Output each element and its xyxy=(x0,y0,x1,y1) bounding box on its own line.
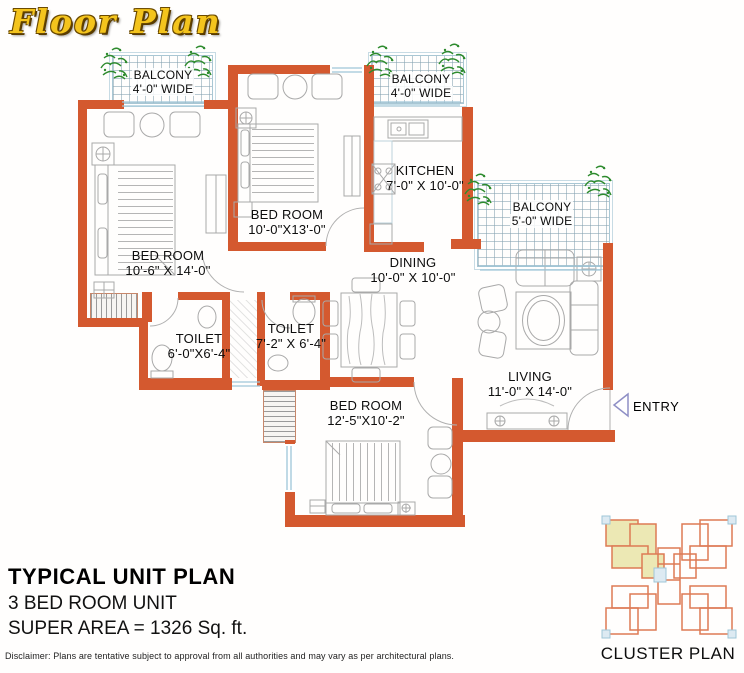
wall xyxy=(285,515,465,527)
balcony-2-label: BALCONY4'-0" WIDE xyxy=(388,72,454,100)
wall xyxy=(603,243,613,390)
chair-icon xyxy=(322,333,339,360)
plant-icon xyxy=(464,173,492,206)
cluster-plan-thumbnail xyxy=(601,515,737,639)
wall xyxy=(228,65,330,74)
chair-icon xyxy=(169,111,201,138)
door-arc xyxy=(261,299,291,329)
stove-icon xyxy=(371,163,396,195)
chair-icon xyxy=(399,300,416,327)
door-arc xyxy=(149,297,179,327)
table-icon xyxy=(282,74,308,100)
wall xyxy=(178,292,224,300)
side-table-icon xyxy=(233,201,253,218)
chair-icon xyxy=(103,111,135,138)
entry-label: ENTRY xyxy=(633,399,680,414)
planter-icon xyxy=(397,501,416,516)
wall xyxy=(78,318,148,327)
bed-icon xyxy=(94,164,176,276)
tv-console-icon xyxy=(486,412,568,430)
pillow-icon xyxy=(97,173,108,205)
wall xyxy=(228,242,326,251)
wardrobe-hatch xyxy=(90,293,138,319)
disclaimer-text: Disclaimer: Plans are tentative subject … xyxy=(5,651,454,661)
wall xyxy=(455,430,615,442)
rug-icon xyxy=(515,291,572,350)
sofa-icon xyxy=(569,280,599,356)
pillow-icon xyxy=(363,503,393,514)
chair-icon xyxy=(427,426,453,450)
pillow-icon xyxy=(331,503,361,514)
toilet-lobby xyxy=(230,300,257,378)
bed-icon xyxy=(237,123,319,203)
entry-door-arc xyxy=(567,387,611,431)
wall xyxy=(262,380,330,390)
super-area: SUPER AREA = 1326 Sq. ft. xyxy=(8,618,248,639)
sink-icon xyxy=(387,119,429,139)
pillow-icon xyxy=(240,129,250,157)
table-icon xyxy=(430,453,452,475)
window-lines xyxy=(122,67,601,387)
wall xyxy=(257,292,265,386)
door-arc xyxy=(325,207,365,247)
pillow-icon xyxy=(240,161,250,189)
balcony-3-label: BALCONY5'-0" WIDE xyxy=(509,200,575,228)
door-arc xyxy=(413,381,458,426)
wall xyxy=(139,318,148,390)
wall xyxy=(139,378,232,390)
table-icon xyxy=(139,112,165,138)
armchair-icon xyxy=(478,329,507,359)
plant-icon xyxy=(100,47,128,80)
wall xyxy=(320,292,330,387)
kitchen-counter-icon xyxy=(373,116,463,142)
shaft-hatch xyxy=(263,390,296,443)
entry-arrow-icon xyxy=(612,392,629,418)
furniture-layer xyxy=(91,67,629,516)
plan-heading: TYPICAL UNIT PLAN xyxy=(8,564,236,589)
armchair-icon xyxy=(478,284,508,314)
cabinet-icon xyxy=(369,223,393,245)
bed-icon xyxy=(325,440,401,516)
wall xyxy=(452,378,463,527)
washbasin-icon xyxy=(197,305,217,329)
wall xyxy=(222,292,230,386)
dining-table-icon xyxy=(340,292,398,368)
chair-icon xyxy=(427,475,453,499)
pillow-icon xyxy=(97,227,108,259)
wall xyxy=(142,292,152,322)
plant-icon xyxy=(584,165,612,198)
page-title: Floor Plan xyxy=(10,2,222,41)
cluster-plan-label: CLUSTER PLAN xyxy=(600,644,736,663)
wall xyxy=(78,100,87,327)
chair-icon xyxy=(351,277,381,293)
wc-icon xyxy=(292,298,316,326)
wall xyxy=(364,242,424,252)
table-icon xyxy=(477,310,501,334)
door-arc xyxy=(201,249,245,293)
chair-icon xyxy=(351,367,381,383)
wall xyxy=(228,65,238,251)
chair-icon xyxy=(322,300,339,327)
wall xyxy=(204,100,238,109)
chair-icon xyxy=(399,333,416,360)
chair-icon xyxy=(247,73,279,100)
washbasin-icon xyxy=(267,354,289,372)
wall xyxy=(78,100,124,109)
wall xyxy=(364,65,374,251)
planter-icon xyxy=(235,107,257,129)
wall xyxy=(462,107,473,249)
chair-icon xyxy=(311,73,343,100)
unit-type: 3 BED ROOM UNIT xyxy=(8,593,177,614)
plant-icon xyxy=(438,43,466,76)
balcony-1-label: BALCONY4'-0" WIDE xyxy=(130,68,196,96)
counter-icon xyxy=(373,140,393,224)
